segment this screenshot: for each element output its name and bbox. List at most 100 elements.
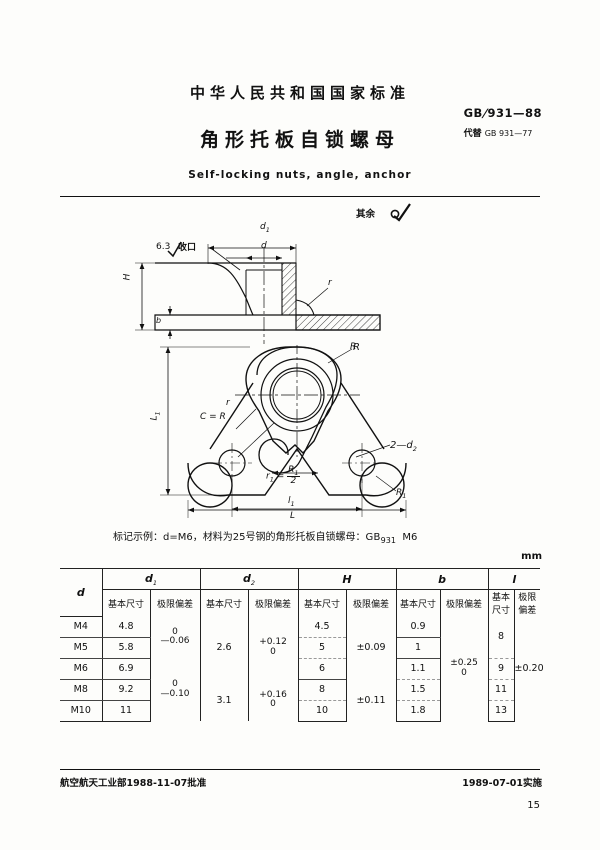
chamfer-callout: C = R bbox=[200, 412, 226, 422]
national-standard-title: 中华人民共和国国家标准 bbox=[189, 84, 410, 102]
subheader-l-basic: 基本尺寸 bbox=[487, 589, 515, 616]
page-number: 15 bbox=[527, 800, 540, 811]
fillet-formula: r1 = R1 2 bbox=[266, 465, 300, 487]
table-row: M10 11 10 1.8 13 bbox=[60, 700, 540, 722]
table-row: M5 5.8 5 1 bbox=[60, 637, 540, 659]
hole-callout-2-d2: 2—d2 bbox=[390, 440, 417, 453]
side-section-view bbox=[135, 241, 381, 344]
cell-b-basic: 1.5 bbox=[395, 679, 441, 701]
approval-line: 航空航天工业部1988-11-07批准 bbox=[60, 778, 207, 789]
replaces-value: GB 931—77 bbox=[484, 129, 533, 138]
table-group-header-row: d d1 d2 H b l bbox=[60, 568, 541, 617]
column-group-H: H bbox=[297, 568, 397, 590]
page-title: 角形托板自锁螺母 bbox=[199, 129, 400, 151]
column-group-b: b bbox=[395, 568, 489, 590]
cell-d: M5 bbox=[60, 637, 103, 659]
plan-view bbox=[160, 345, 407, 517]
cell-l-basic: 13 bbox=[487, 700, 515, 722]
gb-number: 931—88 bbox=[487, 106, 542, 120]
cell-d: M4 bbox=[60, 616, 103, 638]
cell-d2-tol: +0.16 0 bbox=[247, 679, 299, 721]
column-group-d2: d2 bbox=[199, 568, 299, 590]
cell-l-tol: ±0.20 bbox=[513, 616, 544, 721]
specification-table: d d1 d2 H b l 基本尺寸 bbox=[60, 568, 544, 722]
implementation-line: 1989-07-01实施 bbox=[462, 778, 542, 789]
table-unit-label: mm bbox=[521, 551, 542, 562]
footer-divider bbox=[60, 769, 540, 770]
cell-d2-tol: +0.12 0 bbox=[247, 616, 299, 679]
technical-drawing: 其余 bbox=[60, 200, 540, 521]
marking-example-text: d=M6，材料为25号钢的角形托板自锁螺母： bbox=[163, 532, 366, 543]
subheader-H-tol: 极限偏差 bbox=[345, 589, 397, 616]
cell-l-basic: 9 bbox=[487, 658, 515, 680]
dimension-label-L1: L1 bbox=[149, 411, 162, 421]
crimp-label: 收口 bbox=[178, 243, 197, 253]
cell-b-basic: 1.8 bbox=[395, 700, 441, 722]
subheader-b-tol: 极限偏差 bbox=[439, 589, 489, 616]
table-row: M8 9.2 3.1 +0.16 0 8 ±0.11 1.5 11 bbox=[60, 679, 540, 721]
gb-prefix: GB bbox=[463, 106, 483, 120]
cell-d1-basic: 6.9 bbox=[101, 658, 151, 680]
column-group-d1: d1 bbox=[101, 568, 201, 590]
cell-d1-basic: 11 bbox=[101, 700, 151, 722]
cell-d2-basic: 2.6 bbox=[199, 616, 249, 679]
column-group-l: l bbox=[487, 568, 541, 590]
replaces-label: 代替 bbox=[463, 129, 482, 139]
cell-H-tol: ±0.09 bbox=[345, 616, 397, 679]
cell-d1-tol: 0 —0.06 bbox=[149, 616, 201, 658]
subheader-l-tol: 极限偏差 bbox=[513, 589, 541, 616]
subheader-H-basic: 基本尺寸 bbox=[297, 589, 347, 616]
remainder-label: 其余 bbox=[356, 209, 376, 220]
cell-H-tol: ±0.11 bbox=[345, 679, 397, 721]
fillet-leader-r: r bbox=[226, 398, 230, 408]
dimension-label-l1: l1 bbox=[288, 496, 295, 508]
marking-example-prefix: 标记示例： bbox=[113, 532, 163, 543]
cell-H-basic: 4.5 bbox=[297, 616, 347, 638]
subheader-b-basic: 基本尺寸 bbox=[395, 589, 441, 616]
cell-b-tol: ±0.25 0 bbox=[439, 616, 489, 721]
standard-number: GB/931—88 bbox=[464, 106, 542, 120]
marking-example: 标记示例：d=M6，材料为25号钢的角形托板自锁螺母：GB931 M6 bbox=[113, 528, 417, 545]
document-header: 中华人民共和国国家标准 角形托板自锁螺母 Self-locking nuts, … bbox=[0, 0, 600, 181]
dimension-label-b: b bbox=[156, 316, 162, 325]
cell-d1-basic: 5.8 bbox=[101, 637, 151, 659]
cell-d: M6 bbox=[60, 658, 103, 680]
column-header-d: d bbox=[60, 568, 103, 617]
cell-H-basic: 10 bbox=[297, 700, 347, 722]
subheader-d2-tol: 极限偏差 bbox=[247, 589, 299, 616]
surface-finish-symbol-icon bbox=[390, 203, 411, 222]
dimension-label-d: d bbox=[261, 241, 267, 251]
cell-d1-tol: 0 —0.10 bbox=[149, 658, 201, 721]
marking-designation: GB bbox=[365, 532, 381, 543]
dimension-label-L: L bbox=[290, 511, 296, 521]
cell-b-basic: 1.1 bbox=[395, 658, 441, 680]
dimension-label-d1: d1 bbox=[260, 222, 270, 234]
table-sub-header-row: 基本尺寸 极限偏差 基本尺寸 极限偏差 基本尺寸 极限偏差 基本尺寸 极限偏差 … bbox=[60, 589, 541, 616]
dimension-label-r: r bbox=[328, 278, 332, 288]
table-row: M4 4.8 0 —0.06 2.6 +0.12 0 4.5 ±0.09 0.9… bbox=[60, 616, 544, 721]
dimension-label-R1: R1 bbox=[396, 488, 407, 500]
overall-length-dimension bbox=[187, 500, 407, 518]
table-row: M6 6.9 0 —0.10 6 1.1 9 bbox=[60, 658, 540, 721]
cell-d1-basic: 9.2 bbox=[101, 679, 151, 701]
dimension-label-R-side: R bbox=[353, 342, 360, 353]
cell-l-basic: 11 bbox=[487, 679, 515, 701]
roughness-value: 6.3 bbox=[156, 242, 171, 252]
subheader-d1-basic: 基本尺寸 bbox=[101, 589, 151, 616]
replaces-line: 代替 GB 931—77 bbox=[464, 126, 542, 139]
subheader-d2-basic: 基本尺寸 bbox=[199, 589, 249, 616]
dimension-label-H: H bbox=[122, 273, 133, 281]
cell-H-basic: 6 bbox=[297, 658, 347, 680]
english-title: Self-locking nuts, angle, anchor bbox=[188, 169, 412, 181]
marking-designation-number: 931 bbox=[380, 536, 396, 545]
cell-d2-basic: 3.1 bbox=[199, 679, 249, 721]
cell-d: M10 bbox=[60, 700, 103, 722]
standard-number-block: GB/931—88 代替 GB 931—77 bbox=[464, 106, 542, 139]
cell-d1-basic: 4.8 bbox=[101, 616, 151, 638]
cell-l-basic: 8 bbox=[487, 616, 515, 659]
cell-d: M8 bbox=[60, 679, 103, 701]
cell-b-basic: 1 bbox=[395, 637, 441, 659]
marking-designation-size: M6 bbox=[402, 532, 418, 543]
subheader-d1-tol: 极限偏差 bbox=[149, 589, 201, 616]
